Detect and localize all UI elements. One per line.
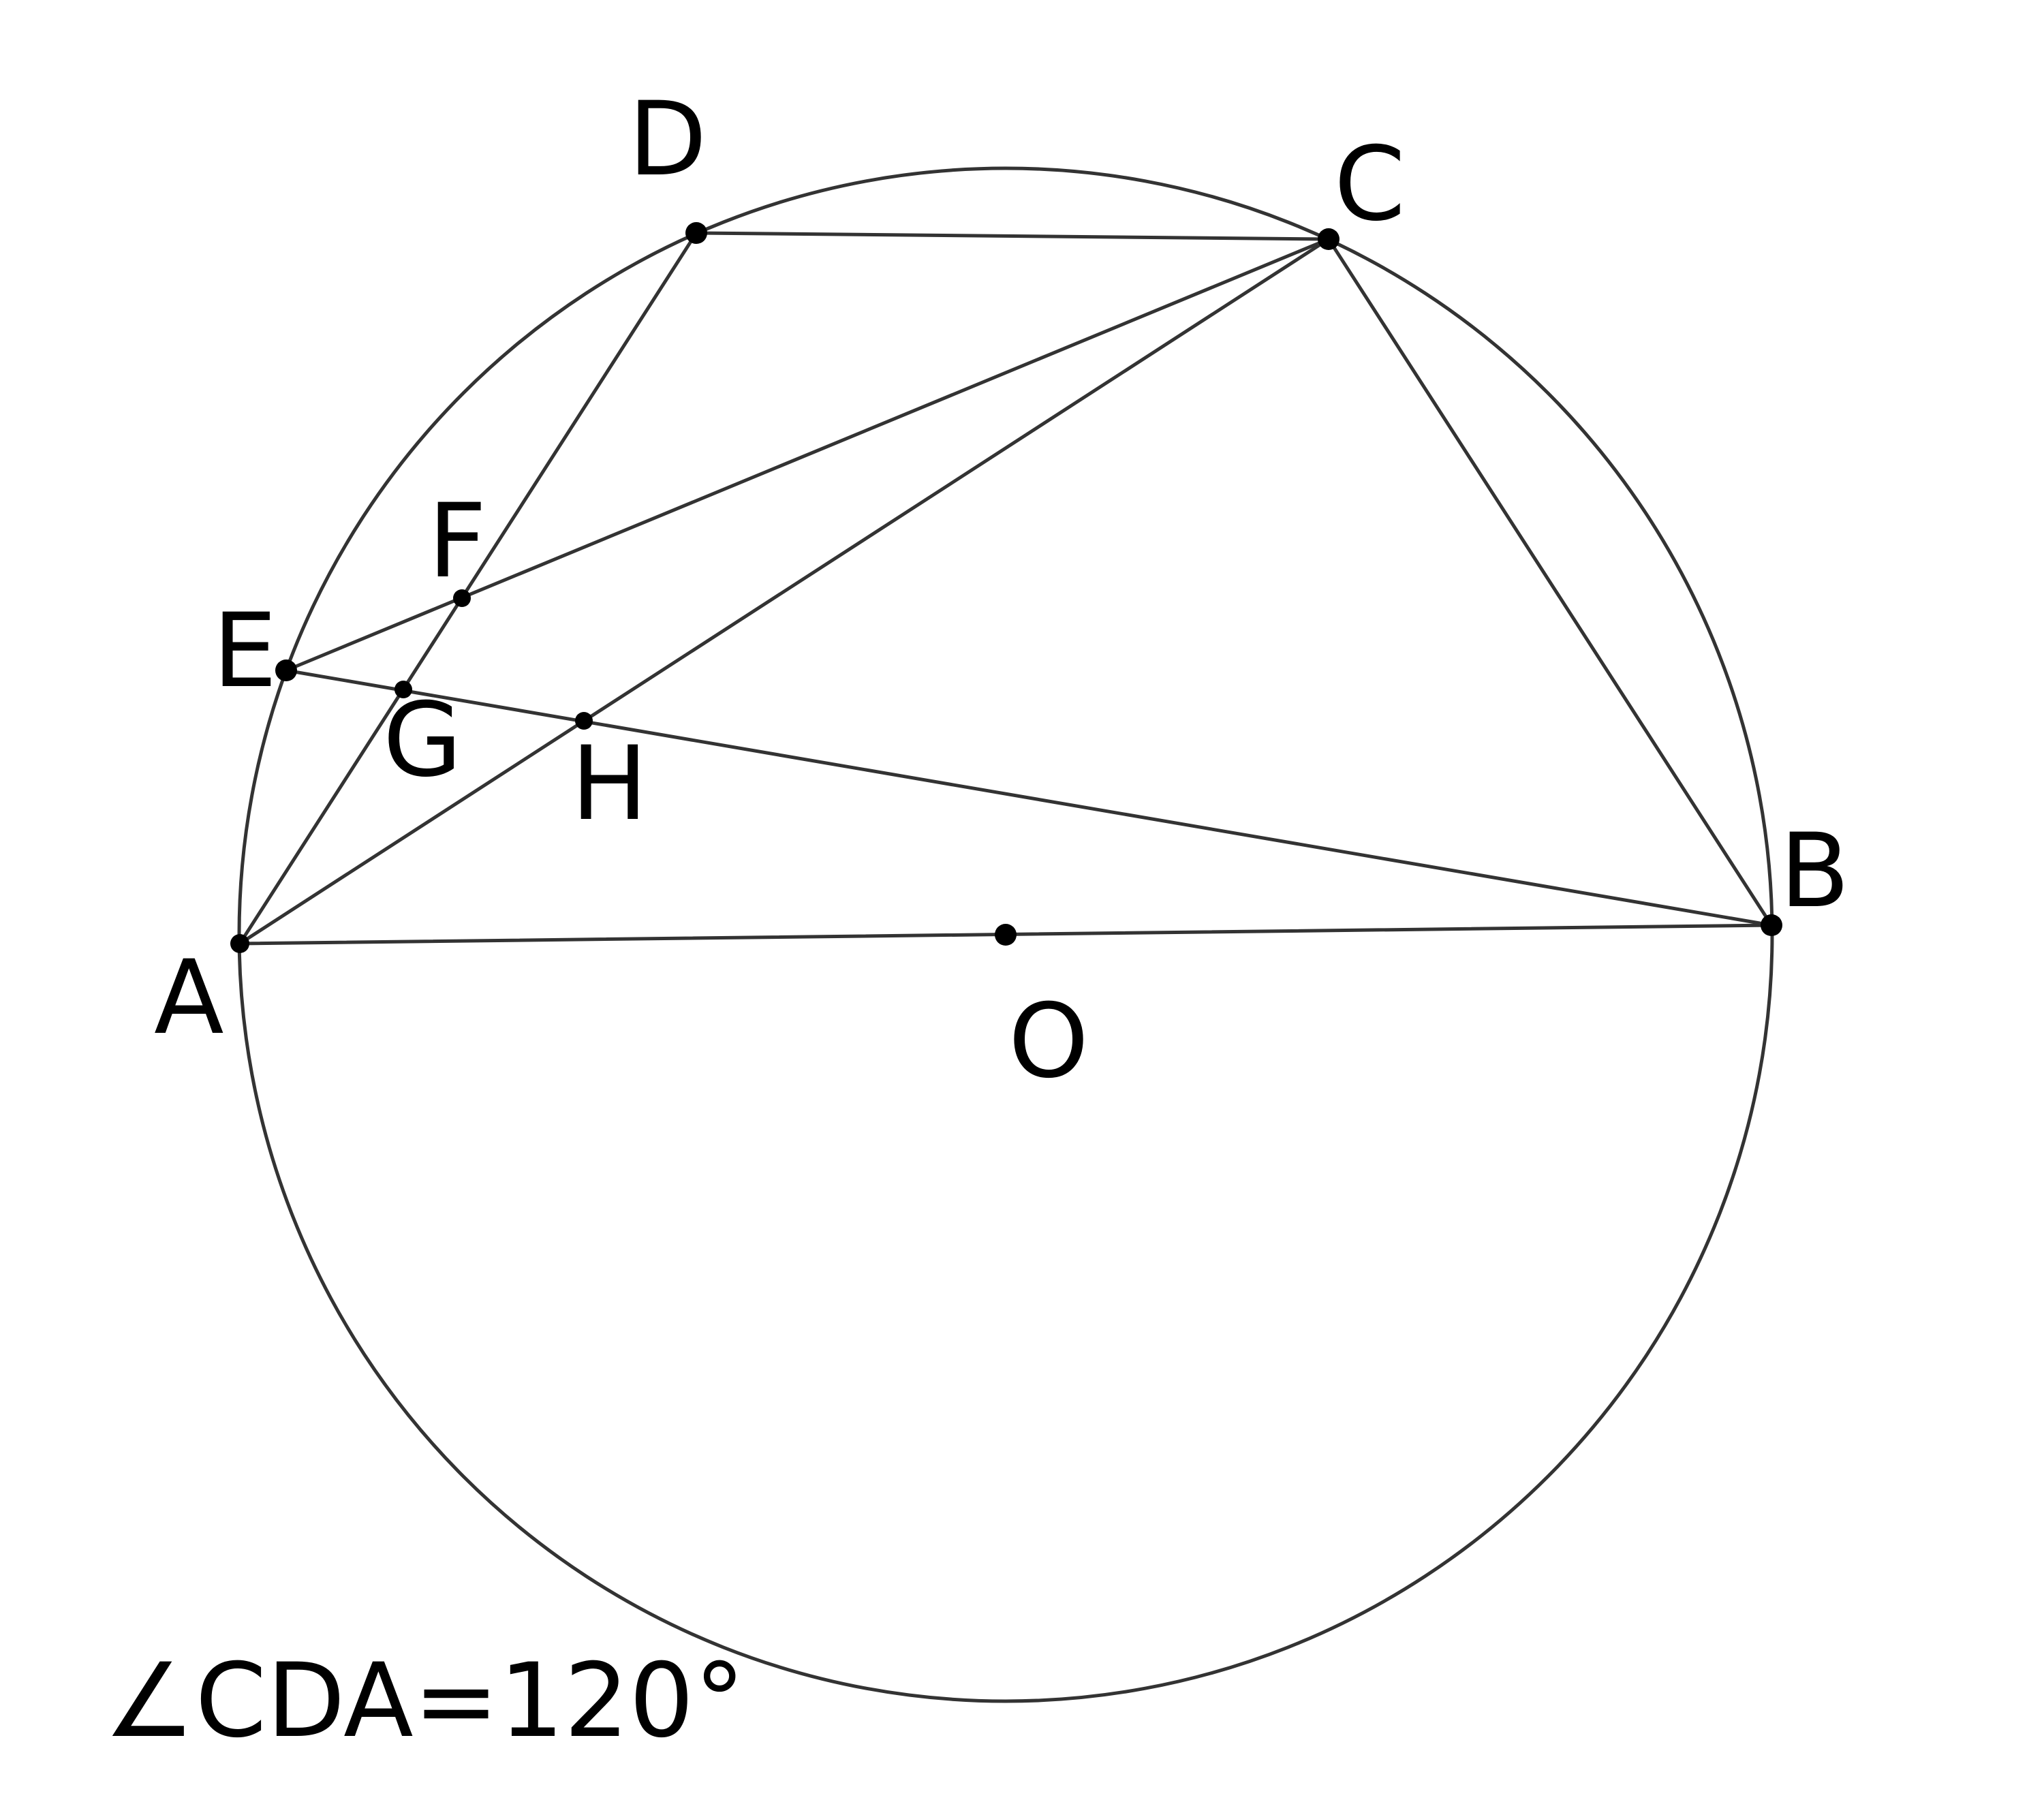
label-f: F — [428, 482, 486, 601]
point-d — [685, 222, 707, 244]
label-d: D — [628, 80, 707, 199]
segment-cb — [1327, 237, 1774, 927]
segment-ca — [238, 237, 1331, 946]
label-o: O — [1008, 982, 1089, 1101]
segment-dc — [694, 231, 1331, 241]
segment-eb — [284, 668, 1774, 927]
label-e: E — [213, 592, 277, 711]
point-h — [575, 712, 593, 730]
point-o — [995, 924, 1017, 946]
segment-da — [238, 231, 698, 946]
label-b: B — [1780, 812, 1850, 931]
point-c — [1318, 228, 1340, 250]
point-f — [453, 589, 471, 607]
label-h: H — [571, 725, 648, 843]
angle-annotation: ∠CDA=120° — [104, 1642, 745, 1760]
label-c: C — [1334, 125, 1406, 244]
point-b — [1761, 914, 1782, 936]
label-g: G — [383, 681, 462, 800]
point-e — [275, 659, 297, 681]
segment-ce — [284, 237, 1331, 672]
point-g — [394, 681, 412, 698]
point-a — [230, 934, 249, 953]
label-a: A — [154, 939, 224, 1057]
